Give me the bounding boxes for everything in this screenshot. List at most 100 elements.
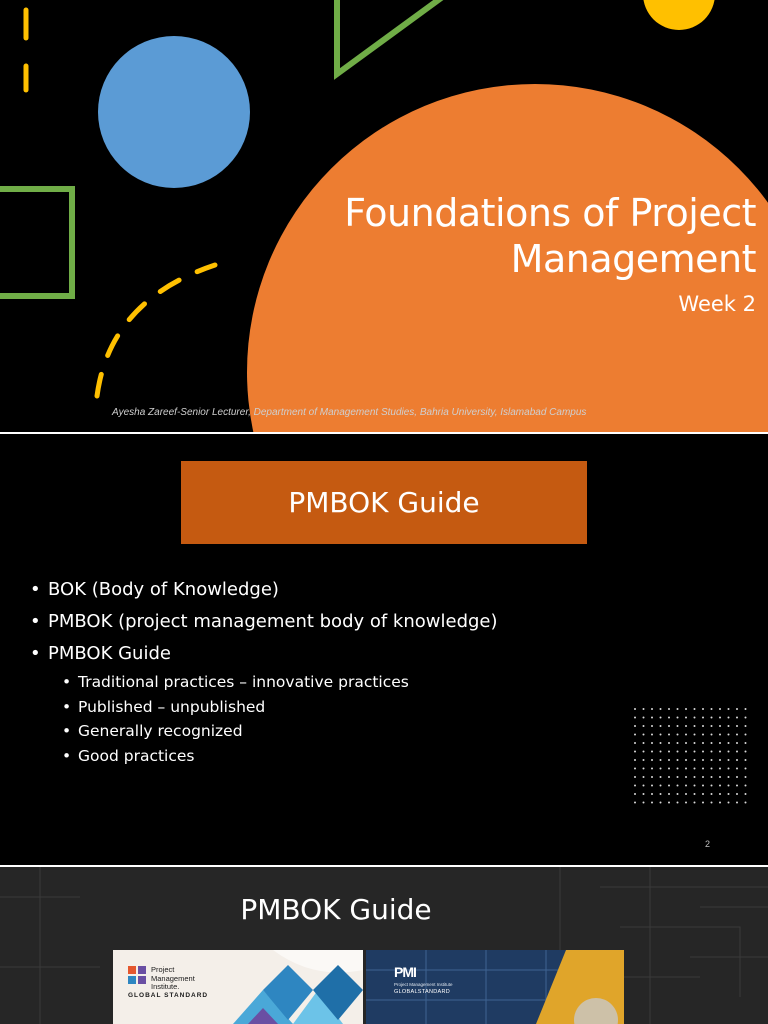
dot <box>719 742 721 744</box>
dot <box>744 759 747 761</box>
dot <box>693 759 696 761</box>
dot <box>634 725 636 727</box>
dot <box>710 759 713 761</box>
dot <box>744 733 747 736</box>
dot <box>668 767 670 770</box>
dot <box>744 767 747 770</box>
dot <box>727 767 730 770</box>
dot <box>651 784 653 787</box>
sub-bullet-item: Generally recognized <box>30 719 498 744</box>
dot <box>702 793 704 795</box>
dot <box>693 708 696 710</box>
pmi-logo-icon <box>128 966 146 984</box>
dot <box>685 742 687 744</box>
dot <box>685 750 687 753</box>
dot <box>719 776 721 778</box>
pmbok-book-cover-left: Project Management Institute. GLOBAL STA… <box>113 950 363 1024</box>
dot <box>651 708 653 710</box>
dot <box>651 776 653 778</box>
dot <box>702 716 704 719</box>
dot <box>710 776 713 778</box>
dot <box>693 784 696 787</box>
dot <box>659 742 662 744</box>
bullet-item: PMBOK (project management body of knowle… <box>30 606 498 638</box>
dot <box>710 784 713 787</box>
dot <box>710 801 713 804</box>
dot <box>659 725 662 727</box>
dot <box>642 733 645 736</box>
pmi-name: Project Management Institute. <box>151 965 195 991</box>
dot <box>659 708 662 710</box>
dot <box>659 759 662 761</box>
dot <box>744 801 747 804</box>
dot <box>727 708 730 710</box>
page-number: 2 <box>704 839 710 849</box>
dot <box>719 801 721 804</box>
dot <box>634 767 636 770</box>
dot <box>710 793 713 795</box>
dot <box>668 776 670 778</box>
dot <box>634 793 636 795</box>
dot <box>651 793 653 795</box>
dot <box>719 725 721 727</box>
dot <box>642 759 645 761</box>
title-box: PMBOK Guide <box>181 461 587 544</box>
dot <box>651 801 653 804</box>
dot <box>693 801 696 804</box>
dot <box>642 742 645 744</box>
dot <box>676 742 679 744</box>
dot <box>702 750 704 753</box>
image-slide[interactable]: PMBOK Guide Project Management Institute… <box>0 867 768 1024</box>
content-slide[interactable]: PMBOK Guide BOK (Body of Knowledge) PMBO… <box>0 434 768 866</box>
dot <box>651 725 653 727</box>
dot <box>676 725 679 727</box>
dot <box>719 750 721 753</box>
dot <box>727 742 730 744</box>
dot <box>642 784 645 787</box>
dot <box>668 784 670 787</box>
dot <box>659 716 662 719</box>
dot <box>634 776 636 778</box>
dot <box>693 725 696 727</box>
dot <box>651 750 653 753</box>
dot <box>634 708 636 710</box>
dot <box>685 759 687 761</box>
cover-artwork <box>233 950 363 1024</box>
dot <box>676 784 679 787</box>
dot <box>676 708 679 710</box>
dot <box>736 750 738 753</box>
dot <box>710 733 713 736</box>
dot <box>668 742 670 744</box>
dot <box>736 801 738 804</box>
sub-bullet-item: Good practices <box>30 744 498 769</box>
dot <box>702 801 704 804</box>
dot <box>676 750 679 753</box>
dot <box>659 784 662 787</box>
bullet-item: BOK (Body of Knowledge) <box>30 574 498 606</box>
dot <box>659 750 662 753</box>
dot <box>634 733 636 736</box>
dot <box>676 793 679 795</box>
yellow-dashed-arc <box>94 262 218 399</box>
dot <box>651 716 653 719</box>
cover-artwork <box>366 950 624 1024</box>
blueprint-background <box>0 867 768 1024</box>
dot <box>668 733 670 736</box>
dot <box>736 742 738 744</box>
presentation-subtitle: Week 2 <box>678 292 756 316</box>
dot <box>727 776 730 778</box>
dot <box>693 776 696 778</box>
dot <box>676 776 679 778</box>
dot <box>719 784 721 787</box>
dot <box>642 793 645 795</box>
title-slide[interactable]: Foundations of Project Management Week 2… <box>0 0 768 432</box>
global-standard-label: GLOBALSTANDARD <box>394 989 451 995</box>
dot <box>676 716 679 719</box>
dot <box>727 784 730 787</box>
dot <box>719 759 721 761</box>
dot <box>744 725 747 727</box>
dot <box>668 793 670 795</box>
dot <box>685 725 687 727</box>
dot <box>659 776 662 778</box>
dot <box>634 750 636 753</box>
